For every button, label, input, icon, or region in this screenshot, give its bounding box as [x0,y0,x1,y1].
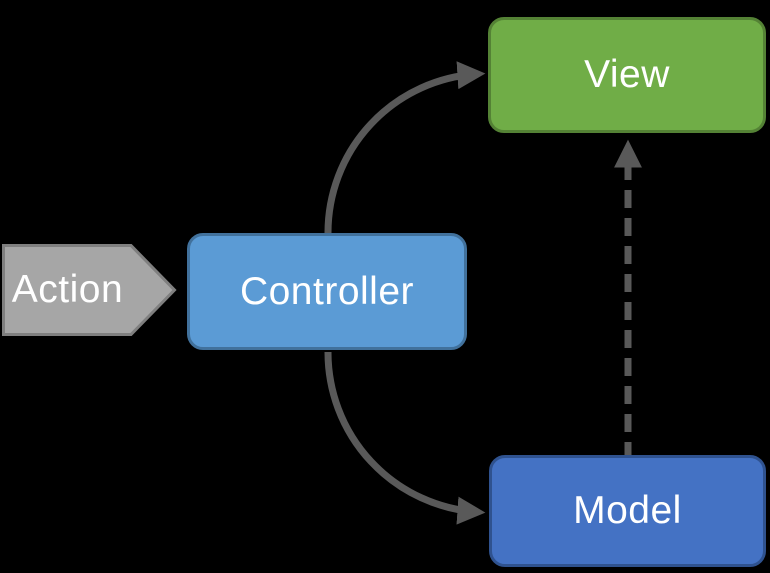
action-arrow-shape [2,244,177,336]
view-node: View [488,17,766,133]
view-label: View [584,53,670,96]
model-label: Model [573,489,682,532]
model-node: Model [489,455,766,567]
controller-label: Controller [239,269,415,313]
controller-to-view-arrow [324,61,486,234]
controller-node: Controller [187,233,467,350]
action-label: Action [11,268,124,311]
controller-to-model-arrow [324,351,486,525]
